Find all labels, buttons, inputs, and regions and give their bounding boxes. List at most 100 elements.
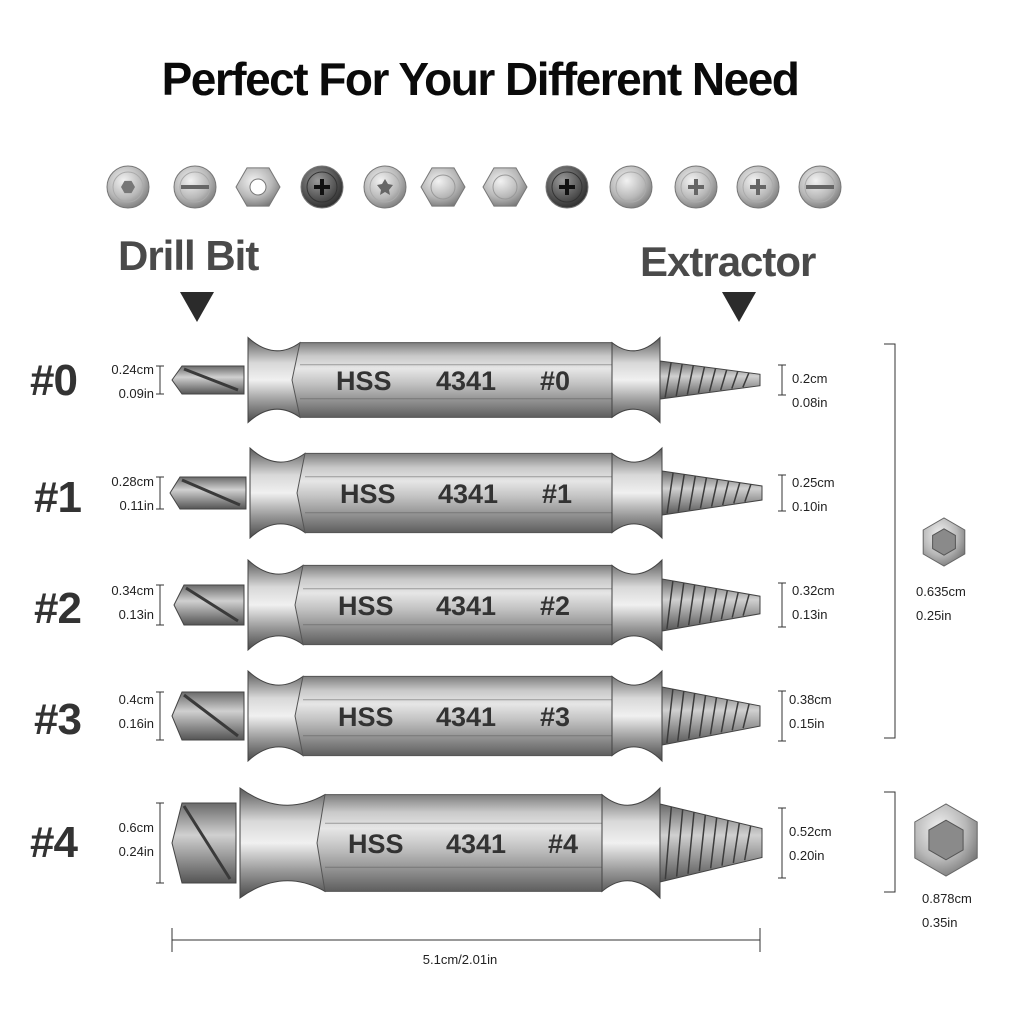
bit-model-text: 4341 <box>446 829 506 859</box>
drill-dim-2: 0.34cm 0.13in <box>90 579 154 627</box>
torx-screw-icon <box>363 165 407 209</box>
drill-dim-cm: 0.4cm <box>118 692 154 707</box>
extractor-arrow-icon <box>722 292 756 322</box>
drill-dim-cm: 0.28cm <box>111 474 154 489</box>
drill-tip <box>171 802 237 884</box>
ext-dim-3: 0.38cm 0.15in <box>789 688 832 736</box>
total-length-line <box>171 928 761 952</box>
right-neck <box>601 786 661 900</box>
bit-1: HSS 4341 #1 <box>156 446 786 540</box>
ext-dim-0: 0.2cm 0.08in <box>792 367 827 415</box>
ext-dim-bracket <box>778 807 786 879</box>
hex-group-brackets <box>884 343 896 893</box>
drill-dim-0: 0.24cm 0.09in <box>90 358 154 406</box>
drill-tip <box>171 365 245 395</box>
ext-dim-bracket <box>778 690 786 742</box>
hex-nut-icon <box>235 167 281 207</box>
right-neck <box>611 336 661 424</box>
bit-label-1: #1 <box>34 473 82 522</box>
extractor-tip <box>661 686 761 746</box>
bit-0: HSS 4341 #0 <box>156 336 786 424</box>
drill-tip <box>173 584 245 626</box>
hex-large-in: 0.35in <box>922 915 958 930</box>
ext-dim-in: 0.13in <box>792 607 828 622</box>
drill-dim-3: 0.4cm 0.16in <box>90 688 154 736</box>
drill-dim-4: 0.6cm 0.24in <box>90 816 154 864</box>
right-neck <box>611 558 663 652</box>
hex-bolt-icon <box>482 167 528 207</box>
slotted-screw-icon <box>173 165 217 209</box>
drill-tip <box>169 476 247 510</box>
bit-model-text: 4341 <box>436 591 496 621</box>
bit-label-2: #2 <box>34 584 82 633</box>
bit-3: HSS 4341 #3 <box>156 669 786 763</box>
drill-tip <box>171 691 245 741</box>
extractor-tip <box>659 803 763 883</box>
right-neck <box>611 446 663 540</box>
combo-phillips-screw-icon <box>674 165 718 209</box>
bit-brand-text: HSS <box>336 366 392 396</box>
page-title: Perfect For Your Different Need <box>161 53 800 105</box>
bit-size-text: #0 <box>540 366 570 396</box>
phillips-flat-screw-icon <box>736 165 780 209</box>
drill-dim-bracket <box>156 802 164 884</box>
drill-dim-bracket <box>156 476 164 510</box>
ext-dim-in: 0.15in <box>789 716 825 731</box>
phillips-screw-icon <box>300 165 344 209</box>
ext-dim-bracket <box>778 474 786 512</box>
hex-large-dim: 0.878cm 0.35in <box>922 887 972 935</box>
hex-large-cm: 0.878cm <box>922 891 972 906</box>
bit-brand-text: HSS <box>338 702 394 732</box>
left-neck <box>239 787 326 899</box>
bit-size-text: #4 <box>548 829 578 859</box>
slotted-round-screw-icon <box>798 165 842 209</box>
bit-brand-text: HSS <box>348 829 404 859</box>
ext-dim-in: 0.08in <box>792 395 828 410</box>
drill-dim-cm: 0.34cm <box>111 583 154 598</box>
drill-dim-bracket <box>156 584 164 626</box>
bit-label-3: #3 <box>34 695 82 744</box>
bit-size-text: #1 <box>542 479 572 509</box>
drill-bit-arrow-icon <box>180 292 214 322</box>
total-length-label: 5.1cm/2.01in <box>422 952 498 967</box>
bit-label-4: #4 <box>30 818 78 867</box>
hex-small-in: 0.25in <box>916 608 952 623</box>
bit-model-text: 4341 <box>436 366 496 396</box>
bit-label-0: #0 <box>30 356 78 405</box>
drill-dim-cm: 0.6cm <box>118 820 154 835</box>
ext-dim-bracket <box>778 364 786 396</box>
drill-dim-cm: 0.24cm <box>111 362 154 377</box>
bit-model-text: 4341 <box>438 479 498 509</box>
hex-head-screw-icon <box>420 167 466 207</box>
extractor-tip <box>661 578 761 632</box>
bit-4: HSS 4341 #4 <box>156 786 786 900</box>
drill-dim-in: 0.13in <box>118 607 154 622</box>
drill-dim-in: 0.11in <box>119 498 154 513</box>
hex-small-dim: 0.635cm 0.25in <box>916 580 966 628</box>
ext-dim-cm: 0.52cm <box>789 824 832 839</box>
drill-dim-in: 0.16in <box>118 716 154 731</box>
drill-dim-1: 0.28cm 0.11in <box>90 470 154 518</box>
ext-dim-4: 0.52cm 0.20in <box>789 820 832 868</box>
hex-small-cm: 0.635cm <box>916 584 966 599</box>
ext-dim-cm: 0.38cm <box>789 692 832 707</box>
extractor-tip <box>661 470 763 516</box>
ext-dim-cm: 0.25cm <box>792 475 835 490</box>
bit-size-text: #3 <box>540 702 570 732</box>
bit-brand-text: HSS <box>338 591 394 621</box>
bit-model-text: 4341 <box>436 702 496 732</box>
right-neck <box>611 669 663 763</box>
phillips-pan-screw-icon <box>545 165 589 209</box>
ext-dim-in: 0.20in <box>789 848 825 863</box>
drill-dim-in: 0.24in <box>118 844 154 859</box>
drill-dim-in: 0.09in <box>118 386 154 401</box>
drill-dim-bracket <box>156 691 164 741</box>
hex-socket-screw-icon <box>106 165 150 209</box>
drill-dim-bracket <box>156 365 164 395</box>
bit-brand-text: HSS <box>340 479 396 509</box>
ext-dim-bracket <box>778 582 786 628</box>
drill-bit-label: Drill Bit <box>118 232 259 279</box>
hex-shank-small-icon <box>922 517 966 567</box>
